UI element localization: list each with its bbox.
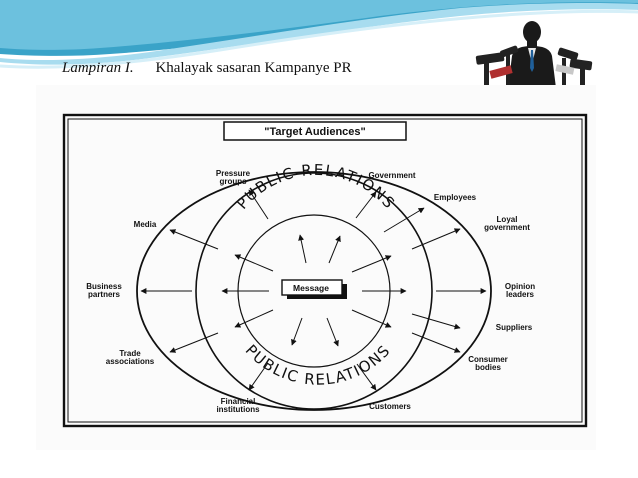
inner-arrows [221, 234, 407, 347]
ring-label-top: PUBLIC RELATIONS [233, 161, 399, 213]
message-box: Message [281, 279, 347, 299]
inner-ring [195, 172, 433, 410]
message-label: Message [293, 283, 329, 293]
audience-suppliers: Suppliers [496, 323, 533, 332]
speaker-podium-icon [475, 21, 593, 88]
decorative-banner [0, 0, 638, 69]
audience-customers: Customers [369, 402, 411, 411]
diagram-panel [36, 85, 596, 450]
audience-government: Government [368, 171, 415, 180]
frame [62, 113, 588, 428]
outer-ring [136, 171, 492, 411]
audience-media: Media [134, 220, 157, 229]
diagram-title: "Target Audiences" [264, 126, 366, 138]
title-box: "Target Audiences" [223, 121, 407, 141]
outer-arrows [140, 189, 487, 391]
slide-caption: Lampiran I. Khalayak sasaran Kampanye PR [62, 60, 352, 77]
caption-label: Lampiran I. [62, 60, 134, 76]
audience-employees: Employees [434, 193, 477, 202]
caption-title: Khalayak sasaran Kampanye PR [155, 60, 352, 76]
